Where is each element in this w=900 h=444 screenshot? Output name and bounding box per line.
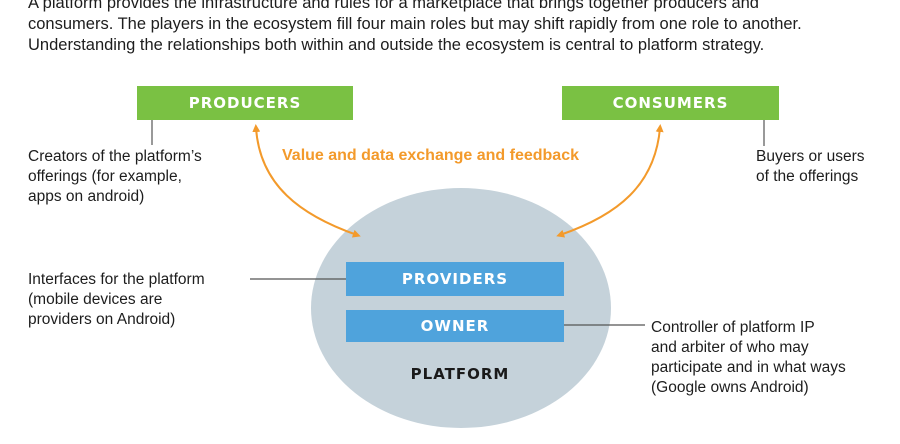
providers-desc-line: (mobile devices are <box>28 291 163 308</box>
consumers-description: Buyers or users of the offerings <box>756 147 865 187</box>
owner-desc-line: and arbiter of who may <box>651 339 809 356</box>
intro-line-2: consumers. The players in the ecosystem … <box>28 15 802 33</box>
consumers-box: CONSUMERS <box>562 86 779 120</box>
producers-exchange-arrow <box>252 124 361 238</box>
producers-box: PRODUCERS <box>137 86 353 120</box>
providers-desc-line: Interfaces for the platform <box>28 271 205 288</box>
providers-desc-line: providers on Android) <box>28 311 176 328</box>
producers-desc-line: Creators of the platform’s <box>28 148 202 165</box>
consumers-exchange-arrow <box>556 124 664 238</box>
owner-description: Controller of platform IP and arbiter of… <box>651 318 846 398</box>
owner-desc-line: (Google owns Android) <box>651 379 809 396</box>
owner-label: OWNER <box>420 317 490 335</box>
intro-line-3: Understanding the relationships both wit… <box>28 36 765 54</box>
owner-desc-line: Controller of platform IP <box>651 319 815 336</box>
intro-line-1: A platform provides the infrastructure a… <box>28 0 759 12</box>
platform-label: PLATFORM <box>410 365 510 383</box>
producers-label: PRODUCERS <box>188 94 302 112</box>
producers-desc-line: offerings (for example, <box>28 168 182 185</box>
exchange-label: Value and data exchange and feedback <box>282 147 579 164</box>
consumers-desc-line: of the offerings <box>756 168 859 185</box>
owner-desc-line: participate and in what ways <box>651 359 846 376</box>
consumers-desc-line: Buyers or users <box>756 148 865 165</box>
providers-label: PROVIDERS <box>401 270 509 288</box>
producers-description: Creators of the platform’s offerings (fo… <box>28 147 202 207</box>
consumers-label: CONSUMERS <box>612 94 729 112</box>
intro-text: A platform provides the infrastructure a… <box>28 0 898 56</box>
providers-description: Interfaces for the platform (mobile devi… <box>28 270 205 330</box>
producers-desc-line: apps on android) <box>28 188 145 205</box>
owner-box: OWNER <box>346 310 564 342</box>
providers-box: PROVIDERS <box>346 262 564 296</box>
